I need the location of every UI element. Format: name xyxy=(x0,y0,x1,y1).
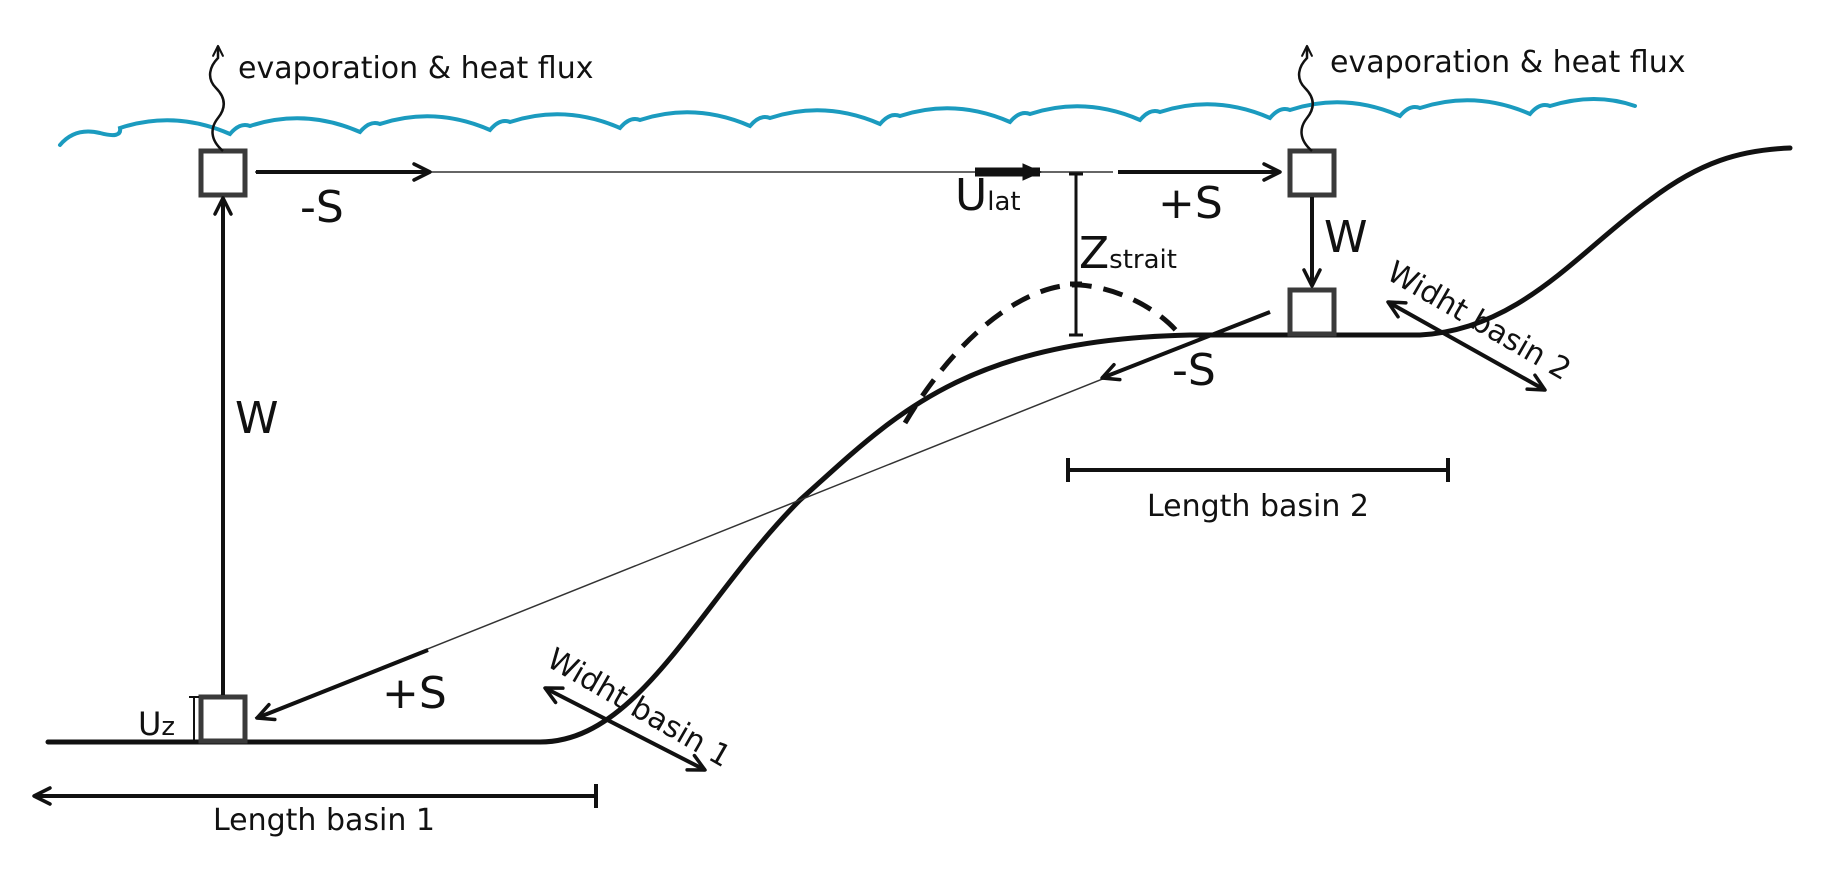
length-basin-1-label: Length basin 1 xyxy=(213,803,435,838)
evaporation-label-left: evaporation & heat flux xyxy=(238,51,593,86)
box-surface-basin-2 xyxy=(1287,148,1337,198)
box-deep-basin-2 xyxy=(1287,287,1337,337)
plus-s-bottom-label: +S xyxy=(382,668,447,719)
sea-floor-profile xyxy=(45,145,1793,745)
minus-s-mid-label: -S xyxy=(1172,345,1216,396)
u-z-label: Uz xyxy=(138,705,175,743)
sea-surface-wave xyxy=(58,97,1637,147)
w-left-label: W xyxy=(235,393,279,444)
w-right-label: W xyxy=(1324,212,1368,263)
arrow-plus-s-bottom xyxy=(255,648,429,722)
evaporation-arrow-right xyxy=(1297,44,1314,152)
width-basin-2-label: Widht basin 2 xyxy=(1381,255,1577,388)
width-basin-1-arrow xyxy=(543,686,707,772)
evaporation-arrow-left xyxy=(208,44,225,152)
width-basin-2-arrow xyxy=(1386,300,1547,392)
plus-s-top-label: +S xyxy=(1158,178,1223,229)
box-deep-basin-1 xyxy=(198,694,248,744)
width-basin-1-label: Widht basin 1 xyxy=(541,642,737,775)
length-basin-2-label: Length basin 2 xyxy=(1147,489,1369,524)
arrow-minus-s-mid xyxy=(1100,310,1271,382)
u-lat-label: Ulat xyxy=(955,170,1021,221)
evaporation-label-right: evaporation & heat flux xyxy=(1330,45,1685,80)
z-strait-label: Zstrait xyxy=(1079,228,1177,279)
minus-s-top-label: -S xyxy=(300,182,344,233)
box-surface-basin-1 xyxy=(198,148,248,198)
sill-dashed-profile xyxy=(902,282,1182,425)
